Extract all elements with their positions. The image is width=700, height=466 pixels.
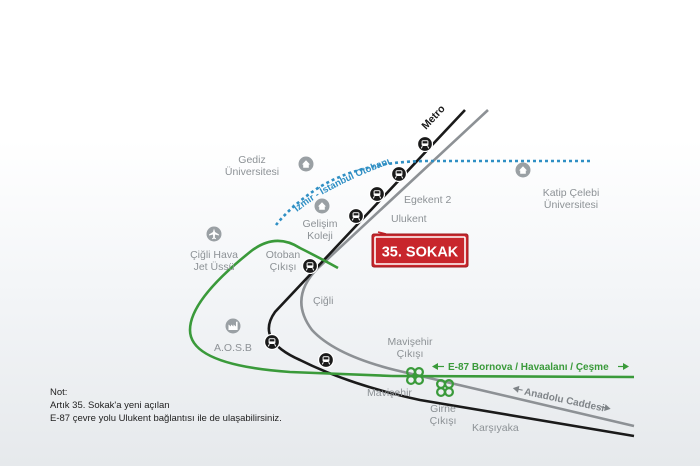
girne-label-2: Çıkışı (430, 415, 457, 427)
note-box: Not: Artık 35. Sokak'a yeni açılan E-87 … (50, 386, 282, 425)
gelisim-label-1: Gelişim (302, 218, 337, 230)
aosb-label: A.O.S.B (214, 342, 252, 354)
sign-label: 35. SOKAK (382, 245, 459, 261)
university-icon (298, 156, 314, 172)
otoban-cikisi-label-2: Çıkışı (270, 261, 297, 273)
katip-label-2: Üniversitesi (544, 199, 598, 211)
cigli-hava-label-2: Jet Üssü (194, 261, 235, 273)
note-title: Not: (50, 387, 68, 398)
e87-label-group: E-87 Bornova / Havaalanı / Çeşme (432, 362, 629, 373)
otoban-highway (274, 159, 590, 226)
katip-label-1: Katip Çelebi (543, 187, 600, 199)
left-arrow-icon (432, 363, 438, 370)
karsiyaka-label: Karşıyaka (472, 422, 519, 434)
gelisim-label-2: Koleji (307, 230, 333, 242)
cigli-hava-label-1: Çiğli Hava (190, 249, 238, 261)
anadolu-road (300, 109, 635, 428)
metro-station-icon (348, 208, 364, 224)
metro-station-icon (318, 352, 334, 368)
metro-station-icon (417, 136, 433, 152)
university-icon (515, 162, 531, 178)
left-arrow-icon (512, 385, 520, 393)
e87-ring-road (188, 239, 393, 378)
metro-line (267, 109, 635, 438)
cigli-label: Çiğli (313, 295, 333, 307)
otoban-cikisi-label-1: Otoban (266, 249, 301, 261)
right-arrow-icon (604, 404, 611, 412)
factory-icon (225, 318, 241, 334)
metro-label: Metro (419, 103, 447, 132)
airplane-icon (206, 226, 222, 242)
mavisehir-label: Mavişehir (367, 387, 412, 399)
e87-highway (391, 374, 635, 379)
egekent-label: Egekent 2 (404, 194, 451, 206)
mavisehir-cikisi-label-2: Çıkışı (397, 348, 424, 360)
metro-station-icon (391, 166, 407, 182)
sokak-sign: 35. SOKAK (371, 233, 469, 268)
note-line-1: Artık 35. Sokak'a yeni açılan (50, 400, 170, 411)
gediz-label-1: Gediz (238, 154, 265, 166)
metro-station-icon (264, 334, 280, 350)
metro-station-icon (369, 186, 385, 202)
right-arrow-icon (623, 363, 629, 370)
gediz-label-2: Üniversitesi (225, 166, 279, 178)
mavisehir-cikisi-label-1: Mavişehir (388, 336, 433, 348)
note-line-2: E-87 çevre yolu Ulukent bağlantısı ile d… (50, 413, 282, 424)
e87-label: E-87 Bornova / Havaalanı / Çeşme (448, 362, 609, 373)
metro-station-icon (302, 258, 318, 274)
ulukent-label: Ulukent (391, 213, 427, 225)
girne-label-1: Girne (430, 403, 456, 415)
